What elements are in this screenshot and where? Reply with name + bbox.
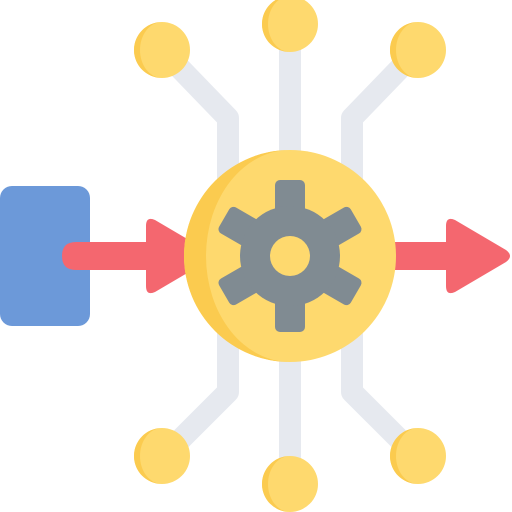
- trace-bottom-left: [164, 320, 239, 456]
- input-block: [0, 186, 90, 326]
- node-top-right: [390, 22, 446, 78]
- trace-top-left: [164, 52, 239, 190]
- node-top-left: [134, 22, 190, 78]
- gear-icon: [218, 180, 362, 332]
- node-dots: [134, 0, 446, 512]
- node-bottom-left: [134, 428, 190, 484]
- trace-bottom-right: [341, 320, 416, 456]
- gear-hub: [270, 236, 310, 276]
- node-top-center: [262, 0, 318, 52]
- node-bottom-center: [262, 456, 318, 512]
- input-arrow: [62, 218, 210, 294]
- node-bottom-right: [390, 428, 446, 484]
- circuit-traces: [164, 30, 416, 475]
- output-arrow: [392, 218, 510, 294]
- trace-top-right: [341, 52, 416, 190]
